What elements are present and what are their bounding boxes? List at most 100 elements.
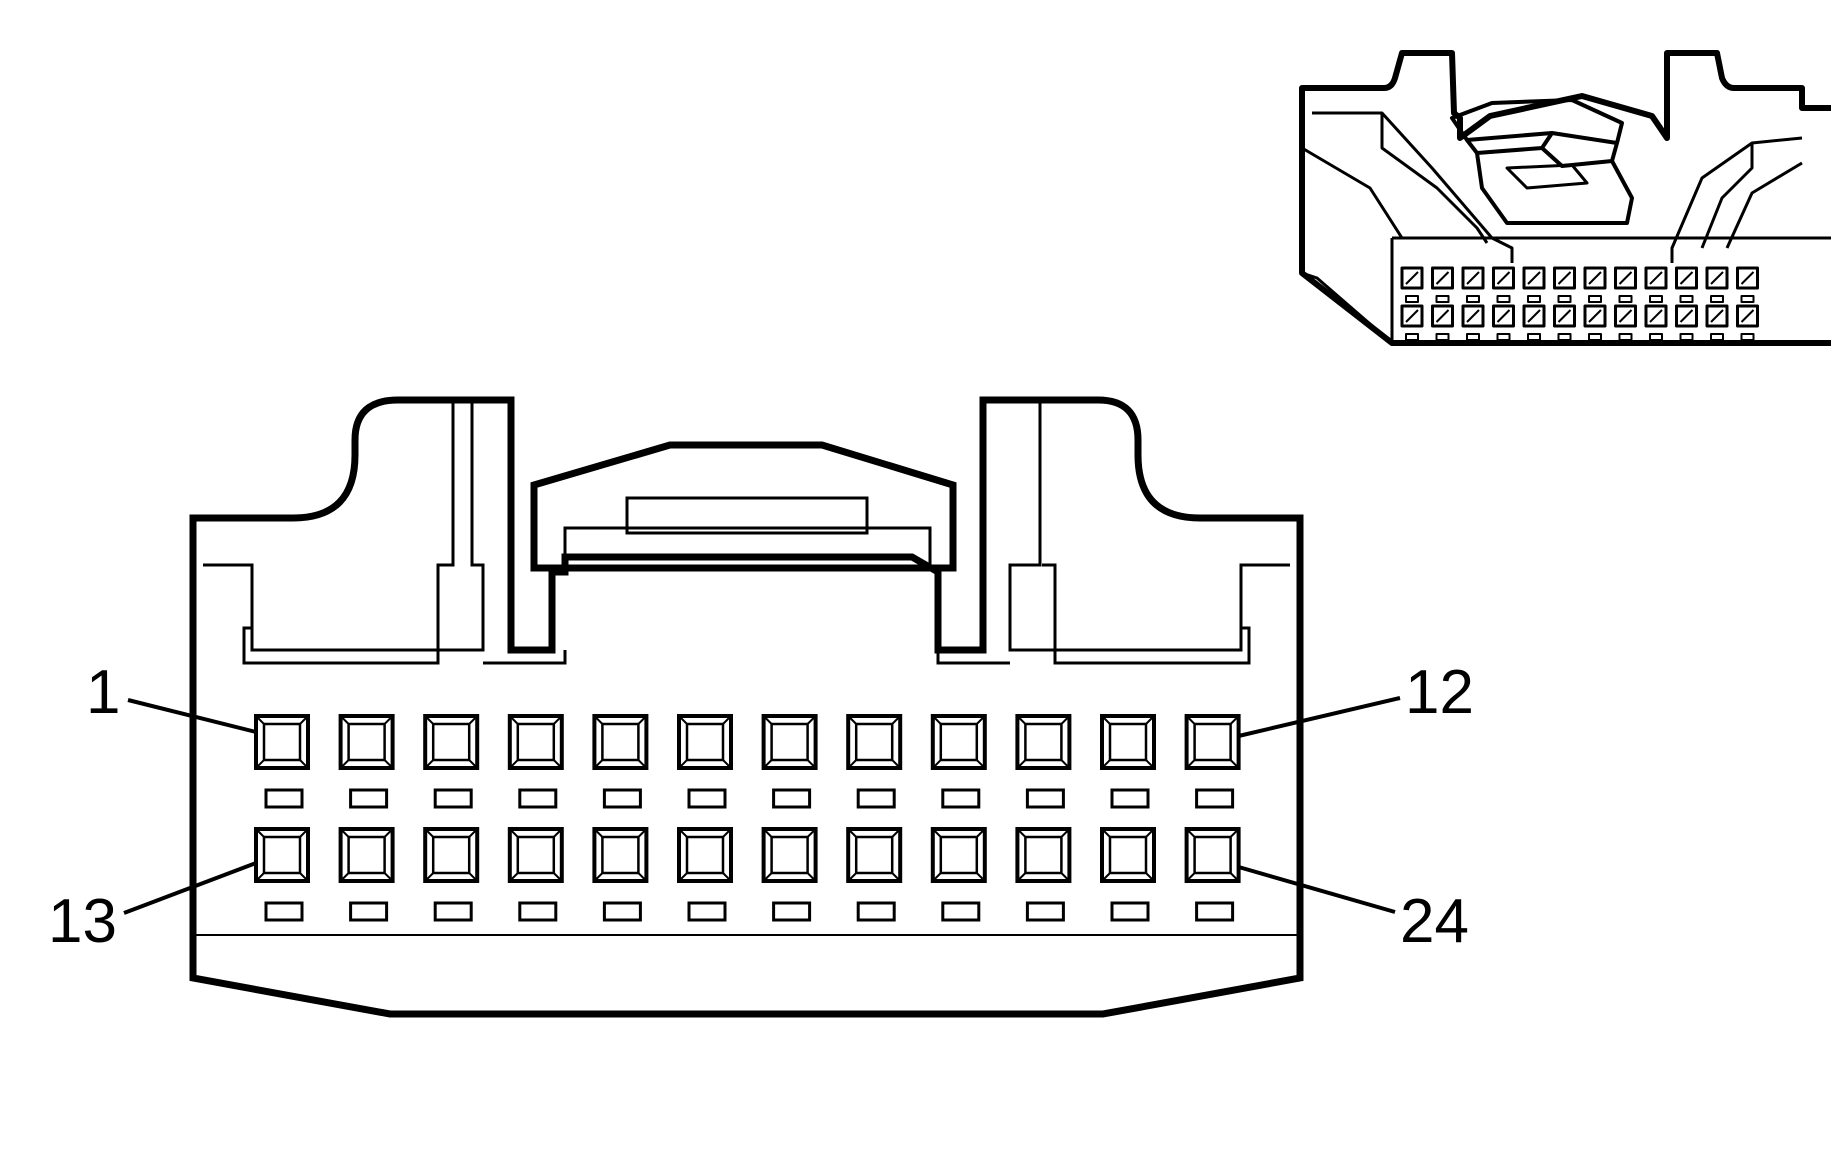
iso-outline <box>1299 50 1831 346</box>
connector-face-view <box>123 396 1401 1018</box>
leader-line <box>123 861 257 915</box>
pin-cavity <box>1184 827 1241 883</box>
iso-pin <box>1675 304 1698 328</box>
iso-pin <box>1492 266 1515 290</box>
iso-pin <box>1400 304 1424 328</box>
pin-cavity <box>761 827 818 883</box>
pin-callouts: 1 12 13 24 <box>48 658 1474 956</box>
pin-cavity <box>1184 714 1241 770</box>
iso-pin <box>1431 304 1454 328</box>
iso-pin-mark <box>1496 309 1511 323</box>
pin-label-13: 13 <box>48 887 117 956</box>
iso-pin-mark <box>1679 271 1694 285</box>
iso-pin-mark <box>1405 309 1419 323</box>
pin-slot <box>1025 901 1065 922</box>
iso-pin-mark <box>1740 271 1755 285</box>
iso-right-rib <box>1670 136 1803 263</box>
pin-slot <box>856 788 896 809</box>
iso-pin-mark <box>1588 309 1602 323</box>
iso-pin-mark <box>1466 309 1480 323</box>
iso-pin-mark <box>1710 271 1724 285</box>
pin-cavity <box>254 827 310 883</box>
iso-pin-mark <box>1679 309 1694 323</box>
iso-pin-mark <box>1527 271 1541 285</box>
iso-pin-slot <box>1496 295 1511 303</box>
iso-pin-slot <box>1740 295 1755 303</box>
iso-pin <box>1614 266 1637 290</box>
pin-cavity <box>1015 827 1072 883</box>
pin-cavity <box>423 714 480 770</box>
right-post <box>1008 400 1057 652</box>
housing-outline <box>189 396 1304 1018</box>
iso-left-rib <box>1301 111 1514 263</box>
iso-pin <box>1705 266 1729 290</box>
pin-cavity <box>1015 714 1072 770</box>
right-shelf-inner <box>1055 628 1243 652</box>
iso-pin-slot <box>1466 295 1480 303</box>
pin-slot <box>941 901 981 922</box>
pin-slot <box>602 901 642 922</box>
iso-pin-mark <box>1496 271 1511 285</box>
iso-pin-mark <box>1557 271 1572 285</box>
iso-pin <box>1705 304 1729 328</box>
leader-lines <box>123 696 1401 915</box>
pin-slot <box>349 901 389 922</box>
pin-cavity <box>930 827 987 883</box>
pin-slot <box>518 901 558 922</box>
iso-pin-slot <box>1435 295 1450 303</box>
right-shelf <box>1053 563 1290 665</box>
iso-pin <box>1553 304 1576 328</box>
iso-pin-slot <box>1679 295 1694 303</box>
iso-pin-mark <box>1466 271 1480 285</box>
pin-cavity <box>254 714 310 770</box>
leader-line <box>127 698 257 734</box>
pin-slot <box>941 788 981 809</box>
iso-pin-slot <box>1649 295 1663 303</box>
iso-pin-slot <box>1496 333 1511 341</box>
connector-iso-view <box>1299 50 1831 346</box>
iso-pin <box>1675 266 1698 290</box>
left-post <box>436 400 485 652</box>
iso-latch <box>1450 98 1634 225</box>
leader-line <box>1238 865 1396 914</box>
pin-cavity <box>846 714 903 770</box>
pin-cavity <box>338 827 395 883</box>
iso-pin-mark <box>1618 271 1633 285</box>
iso-pin <box>1461 266 1485 290</box>
pin-label-1: 1 <box>86 658 120 727</box>
pin-slot <box>687 788 727 809</box>
pin-cavity <box>507 827 564 883</box>
iso-pin <box>1644 266 1668 290</box>
iso-pin <box>1522 266 1546 290</box>
iso-pin-mark <box>1618 309 1633 323</box>
iso-pin <box>1492 304 1515 328</box>
iso-pin-mark <box>1557 309 1572 323</box>
pin-slot <box>602 788 642 809</box>
pin-cavity <box>592 827 649 883</box>
iso-pin <box>1583 266 1607 290</box>
iso-pin-slot <box>1618 295 1633 303</box>
pin-slot <box>772 788 812 809</box>
pin-slot <box>687 901 727 922</box>
iso-pin-slot <box>1557 333 1572 341</box>
pin-slot <box>772 901 812 922</box>
pin-cavity <box>1100 827 1156 883</box>
iso-pin <box>1736 304 1759 328</box>
pin-slot <box>433 788 473 809</box>
iso-pin-grid <box>1400 266 1759 341</box>
latch-window <box>625 496 869 535</box>
pin-cavity <box>423 827 480 883</box>
iso-pin <box>1583 304 1607 328</box>
pin-cavity <box>761 714 818 770</box>
iso-pin-slot <box>1405 333 1419 341</box>
pin-slot <box>1195 901 1235 922</box>
iso-pin-slot <box>1679 333 1694 341</box>
iso-pin-mark <box>1527 309 1541 323</box>
iso-pin-mark <box>1649 271 1663 285</box>
iso-pin-mark <box>1740 309 1755 323</box>
iso-pin <box>1644 304 1668 328</box>
iso-pin-slot <box>1527 295 1541 303</box>
iso-pin-mark <box>1588 271 1602 285</box>
pin-cavity <box>930 714 987 770</box>
left-shelf <box>203 563 440 665</box>
